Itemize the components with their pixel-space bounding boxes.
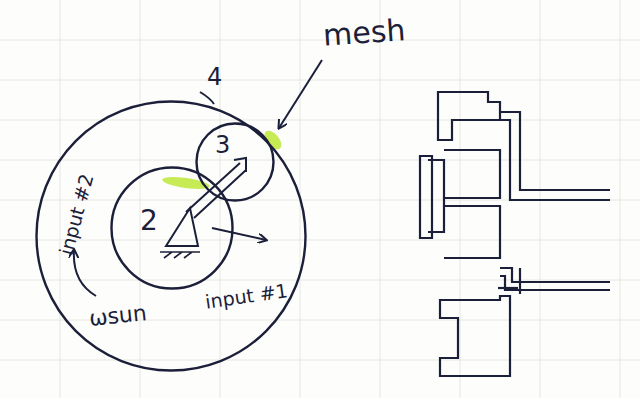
input-label: input #2 [55,171,97,257]
callout-text: mesh [322,13,406,52]
input-arrow [212,228,266,240]
leader-arrow [279,60,322,128]
gear-outline [195,122,275,202]
gear-number: 4 [207,64,222,90]
pivot-symbol [166,208,198,246]
gear-number: 3 [215,132,230,158]
ground-hatch [160,252,200,258]
leader-tick [200,92,214,104]
gear-number: 2 [140,206,158,237]
planet-gear: 3 [195,122,275,202]
gear-outline [110,166,234,290]
rotation-arrow [74,250,96,296]
carrier-arrowhead [234,158,246,172]
cross-section [420,92,610,376]
speed-symbol: ωsun [88,301,148,331]
input-label: input #1 [203,280,288,312]
sun-gear: 2 [110,166,234,290]
